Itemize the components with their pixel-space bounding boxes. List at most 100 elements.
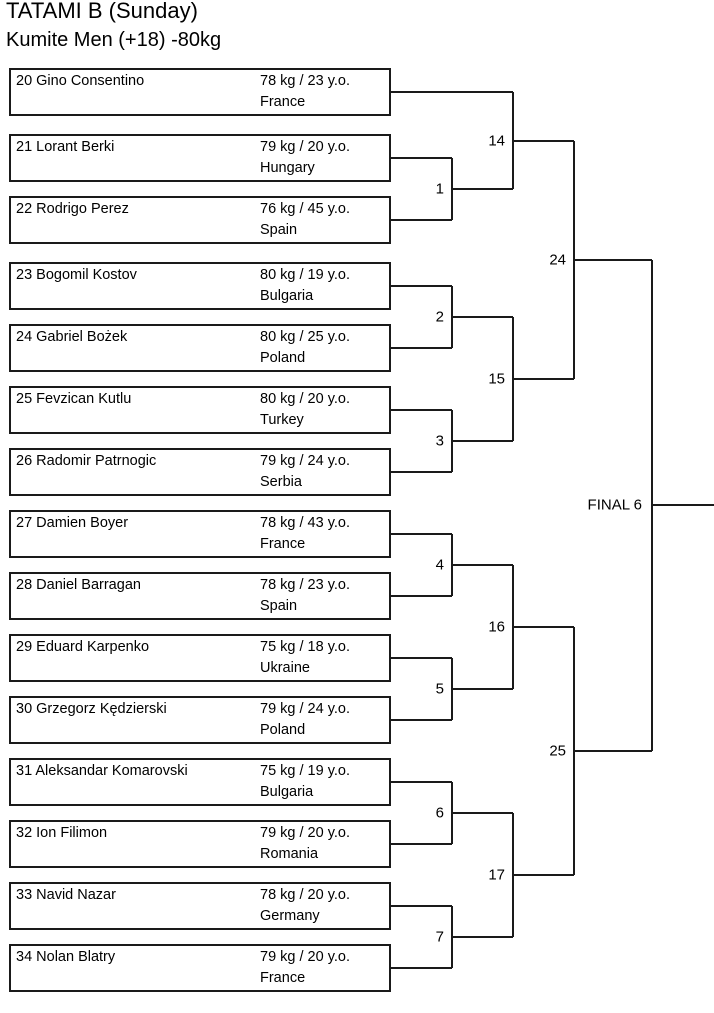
competitor-box[interactable]: 26 Radomir Patrnogic 79 kg / 24 y.o. Serbi… <box>9 448 391 496</box>
competitor-stats: 78 kg / 23 y.o. <box>260 73 351 89</box>
competitor-box[interactable]: 21 Lorant Berki 79 kg / 20 y.o. Hungary <box>9 134 391 182</box>
competitor-country: Spain <box>260 222 298 238</box>
connector-in-bottom <box>391 595 452 597</box>
competitor-box[interactable]: 22 Rodrigo Perez 76 kg / 45 y.o. Spain <box>9 196 391 244</box>
competitor-country: Bulgaria <box>260 784 314 800</box>
competitor-box[interactable]: 32 Ion Filimon 79 kg / 20 y.o. Romania <box>9 820 391 868</box>
competitor-country: Romania <box>260 846 319 862</box>
competitor-country: France <box>260 536 306 552</box>
bracket-node-label-r1: 1 <box>435 180 444 198</box>
connector-in-bottom <box>391 219 452 221</box>
competitor-stats: 79 kg / 20 y.o. <box>260 139 351 155</box>
connector-bye-box20 <box>391 91 513 93</box>
competitor-stats: 75 kg / 19 y.o. <box>260 763 351 779</box>
competitor-name: 26 Radomir Patrnogic <box>16 453 157 469</box>
bracket-node-label-r1: 6 <box>435 804 444 822</box>
competitor-country: Hungary <box>260 160 315 176</box>
competitor-name: 20 Gino Consentino <box>16 73 145 89</box>
connector-out <box>513 139 574 142</box>
competitor-stats: 79 kg / 24 y.o. <box>260 453 351 469</box>
competitor-box[interactable]: 29 Eduard Karpenko 75 kg / 18 y.o. Ukraine <box>9 634 391 682</box>
page-title-tatami: TATAMI B (Sunday) <box>6 0 198 23</box>
competitor-stats: 78 kg / 20 y.o. <box>260 887 351 903</box>
connector-out <box>452 812 513 814</box>
competitor-name: 21 Lorant Berki <box>16 139 115 155</box>
bracket-node-label-r2: 17 <box>488 866 505 884</box>
competitor-stats: 79 kg / 24 y.o. <box>260 701 351 717</box>
connector-out <box>574 750 652 752</box>
competitor-country: Poland <box>260 350 306 366</box>
bracket-node-label-r2: 14 <box>488 132 505 149</box>
bracket-node-label-r1: 4 <box>435 556 444 574</box>
competitor-stats: 75 kg / 18 y.o. <box>260 639 351 655</box>
competitor-box[interactable]: 30 Grzegorz Kędzierski 79 kg / 24 y.o. Pol… <box>9 696 391 744</box>
connector-in-bottom <box>391 967 452 969</box>
connector-in-top <box>391 409 452 411</box>
competitor-stats: 79 kg / 20 y.o. <box>260 949 351 965</box>
competitor-stats: 80 kg / 20 y.o. <box>260 391 351 407</box>
connector-out-final <box>652 504 714 507</box>
connector-out <box>513 378 574 380</box>
page-title-category: Kumite Men (+18) -80kg <box>6 29 222 51</box>
connector-in-bottom <box>391 719 452 721</box>
competitor-stats: 79 kg / 20 y.o. <box>260 825 351 841</box>
connector-out <box>452 188 513 190</box>
bracket-node-label-r3: 25 <box>549 742 566 760</box>
competitor-country: Ukraine <box>260 660 310 676</box>
connector-in-bottom <box>391 347 452 349</box>
connector-in-top <box>391 157 452 159</box>
connector-out <box>513 874 574 876</box>
connector-out <box>574 258 652 261</box>
connector-out <box>513 626 574 628</box>
competitor-name: 32 Ion Filimon <box>16 825 108 841</box>
competitor-name: 25 Fevzican Kutlu <box>16 391 132 407</box>
competitor-box[interactable]: 34 Nolan Blatry 79 kg / 20 y.o. France <box>9 944 391 992</box>
competitor-name: 30 Grzegorz Kędzierski <box>16 701 167 717</box>
bracket-node-label-r1: 2 <box>435 308 444 326</box>
competitor-stats: 78 kg / 23 y.o. <box>260 577 351 593</box>
connector-in-top <box>391 781 452 783</box>
bracket-node-label-r3: 24 <box>549 251 566 269</box>
competitor-country: Serbia <box>260 474 302 490</box>
bracket-node-label-final: FINAL 6 <box>587 496 642 514</box>
competitor-country: France <box>260 970 306 986</box>
connector-in-top <box>391 285 452 287</box>
bracket-node-label-r1: 3 <box>435 432 444 450</box>
connector-out <box>452 440 513 442</box>
competitor-box[interactable]: 28 Daniel Barragan 78 kg / 23 y.o. Spain <box>9 572 391 620</box>
competitor-name: 27 Damien Boyer <box>16 515 129 531</box>
competitor-name: 28 Daniel Barragan <box>16 577 141 593</box>
bracket-node-label-r1: 7 <box>435 928 444 946</box>
bracket-node-label-r2: 16 <box>488 618 505 636</box>
competitor-country: France <box>260 94 306 110</box>
competitor-country: Bulgaria <box>260 288 314 304</box>
connector-in-top <box>391 905 452 907</box>
competitor-name: 29 Eduard Karpenko <box>16 639 150 655</box>
bracket-node-label-r2: 15 <box>488 370 505 388</box>
connector-out <box>452 316 513 318</box>
competitor-box[interactable]: 24 Gabriel Bożek 80 kg / 25 y.o. Poland <box>9 324 391 372</box>
competitor-name: 24 Gabriel Bożek <box>16 329 128 345</box>
connector-out <box>452 936 513 938</box>
competitor-country: Poland <box>260 722 306 738</box>
competitor-country: Spain <box>260 598 298 614</box>
competitor-stats: 80 kg / 25 y.o. <box>260 329 351 345</box>
competitor-stats: 76 kg / 45 y.o. <box>260 201 351 217</box>
connector-out <box>452 688 513 690</box>
connector-out <box>452 564 513 566</box>
connector-in-top <box>391 533 452 535</box>
connector-in-bottom <box>391 843 452 845</box>
bracket-node-label-r1: 5 <box>435 680 444 698</box>
competitor-name: 23 Bogomil Kostov <box>16 267 137 283</box>
competitor-name: 22 Rodrigo Perez <box>16 201 129 217</box>
connector-in-bottom <box>391 471 452 473</box>
competitor-name: 34 Nolan Blatry <box>16 949 116 965</box>
competitor-name: 33 Navid Nazar <box>16 887 116 903</box>
competitor-box[interactable]: 20 Gino Consentino 78 kg / 23 y.o. France <box>9 68 391 116</box>
